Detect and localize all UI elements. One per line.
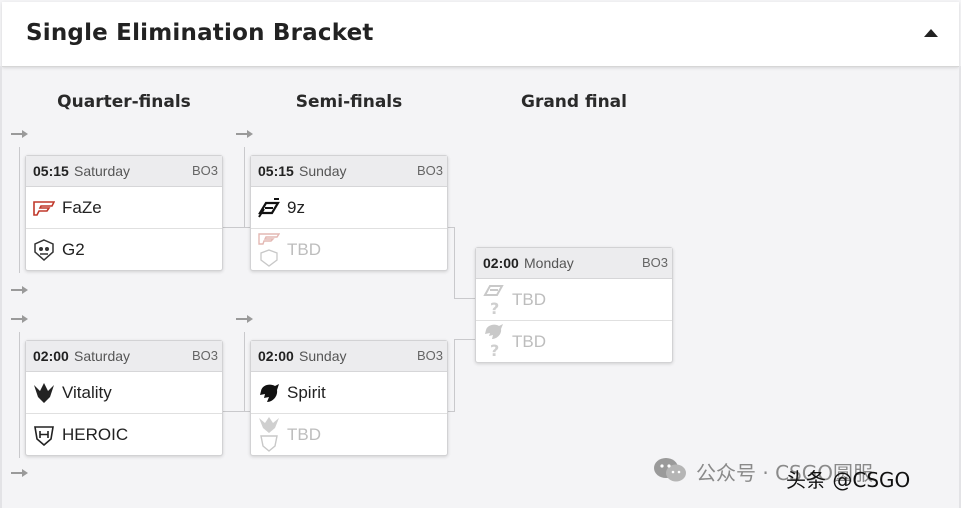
collapse-caret-icon[interactable] (923, 26, 939, 40)
bracket-header: Single Elimination Bracket (2, 2, 959, 67)
connector-line (454, 339, 455, 411)
team-row[interactable]: FaZe (26, 187, 222, 228)
team-row[interactable]: Spirit (251, 372, 447, 413)
arrow-right-icon (236, 127, 254, 141)
match-time: 02:00 (483, 255, 519, 271)
team-name: TBD (287, 240, 321, 259)
match-format: BO3 (191, 348, 218, 363)
team-row-tbd[interactable]: ? TBD (476, 279, 672, 320)
team-row-tbd[interactable]: ? TBD (476, 320, 672, 362)
match-card-faze-vs-g2[interactable]: 05:15 Saturday BO3 FaZe G2 (25, 155, 223, 271)
vitality-heroic-icon (258, 416, 280, 454)
match-day: Saturday (74, 348, 131, 364)
watermark-overlay-text: 头条 @CSGO (786, 468, 911, 492)
match-card-spirit-vs-tbd[interactable]: 02:00 Sunday BO3 Spirit TBD (250, 340, 448, 456)
svg-text:?: ? (490, 299, 499, 317)
team-row-tbd[interactable]: TBD (251, 228, 447, 270)
arrow-right-icon (236, 312, 254, 326)
spirit-unknown-icon: ? (483, 323, 505, 361)
match-day: Sunday (299, 163, 347, 179)
connector-line (244, 147, 245, 227)
9z-unknown-icon: ? (483, 281, 505, 319)
match-time: 02:00 (258, 348, 294, 364)
match-format: BO3 (191, 163, 218, 178)
round-title-grand-final: Grand final (520, 92, 627, 112)
match-day: Saturday (74, 163, 131, 179)
vitality-icon (34, 383, 54, 403)
match-header: 02:00 Saturday BO3 (26, 341, 222, 372)
frame-right-border (959, 66, 961, 508)
team-name: HEROIC (62, 425, 129, 444)
match-header: 05:15 Sunday BO3 (251, 156, 447, 187)
team-row[interactable]: Vitality (26, 372, 222, 413)
connector-line (221, 411, 251, 412)
wechat-icon (654, 458, 686, 482)
match-header: 05:15 Saturday BO3 (26, 156, 222, 187)
frame-left-border (0, 66, 2, 508)
match-card-9z-vs-tbd[interactable]: 05:15 Sunday BO3 9z TBD (250, 155, 448, 271)
match-time: 05:15 (33, 163, 69, 179)
match-time: 05:15 (258, 163, 294, 179)
match-header: 02:00 Monday BO3 (476, 248, 672, 279)
connector-line (19, 147, 20, 273)
match-card-vitality-vs-heroic[interactable]: 02:00 Saturday BO3 Vitality HEROIC (25, 340, 223, 456)
team-row[interactable]: 9z (251, 187, 447, 228)
faze-icon (33, 201, 55, 216)
arrow-right-icon (11, 466, 29, 480)
match-format: BO3 (641, 255, 668, 270)
match-day: Sunday (299, 348, 347, 364)
match-card-grand-final[interactable]: 02:00 Monday BO3 ? TBD ? TBD (475, 247, 673, 363)
heroic-icon (34, 426, 54, 446)
team-name: G2 (62, 240, 85, 259)
team-name: TBD (512, 290, 546, 309)
arrow-right-icon (11, 283, 29, 297)
team-row-tbd[interactable]: TBD (251, 413, 447, 455)
team-name: TBD (287, 425, 321, 444)
connector-line (454, 227, 455, 298)
connector-line (221, 227, 251, 228)
match-format: BO3 (416, 163, 443, 178)
match-day: Monday (524, 255, 574, 271)
9z-icon (258, 198, 280, 218)
team-name: FaZe (62, 198, 102, 217)
match-time: 02:00 (33, 348, 69, 364)
team-row[interactable]: HEROIC (26, 413, 222, 455)
team-name: 9z (287, 198, 305, 217)
team-name: TBD (512, 332, 546, 351)
spirit-icon (260, 384, 279, 402)
arrow-right-icon (11, 127, 29, 141)
svg-text:?: ? (490, 341, 499, 359)
connector-line (19, 332, 20, 458)
match-header: 02:00 Sunday BO3 (251, 341, 447, 372)
match-format: BO3 (416, 348, 443, 363)
team-name: Vitality (62, 383, 112, 402)
connector-line (454, 298, 476, 299)
connector-line (454, 339, 476, 340)
faze-g2-icon (258, 231, 280, 269)
watermark-text: 公众号 · CSGO圆服 (696, 461, 873, 485)
connector-line (446, 411, 455, 412)
round-title-quarter-finals: Quarter-finals (57, 92, 191, 112)
connector-line (244, 332, 245, 412)
page-title: Single Elimination Bracket (26, 20, 374, 46)
team-row[interactable]: G2 (26, 228, 222, 270)
arrow-right-icon (11, 312, 29, 326)
round-title-semi-finals: Semi-finals (295, 92, 403, 112)
connector-line (446, 227, 455, 228)
team-name: Spirit (287, 383, 326, 402)
g2-icon (34, 239, 54, 261)
